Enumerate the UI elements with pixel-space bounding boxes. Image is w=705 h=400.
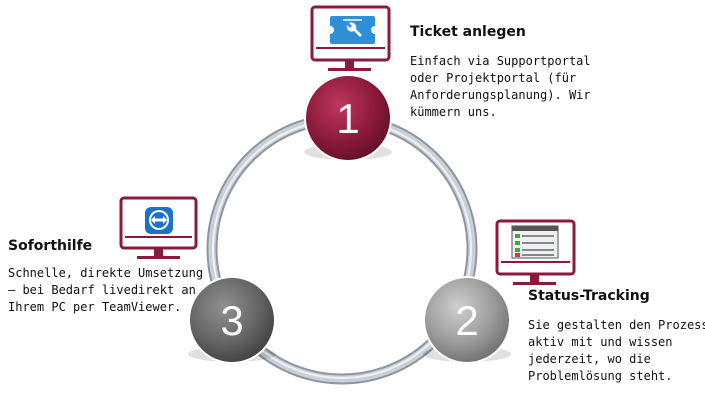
- step-description-1: Einfach via Supportportal oder Projektpo…: [410, 54, 591, 119]
- step-description-3: Schnelle, direkte Umsetzung – bei Bedarf…: [8, 266, 204, 314]
- step-title-3: Soforthilfe: [8, 238, 93, 254]
- step-circle-2: 2: [423, 276, 511, 364]
- ticket-wrench-monitor-icon: [310, 5, 391, 71]
- checklist-monitor-icon: [495, 219, 576, 285]
- step-description-2: Sie gestalten den Prozess aktiv mit und …: [528, 318, 705, 383]
- step-number-2: 2: [455, 297, 478, 344]
- step-title-1: Ticket anlegen: [410, 24, 526, 40]
- step-number-3: 3: [220, 297, 243, 344]
- step-circle-3: 3: [188, 276, 276, 364]
- step-circle-1: 1: [304, 74, 392, 162]
- teamviewer-monitor-icon: [119, 196, 198, 259]
- step-number-1: 1: [336, 95, 359, 142]
- step-title-2: Status-Tracking: [528, 288, 650, 304]
